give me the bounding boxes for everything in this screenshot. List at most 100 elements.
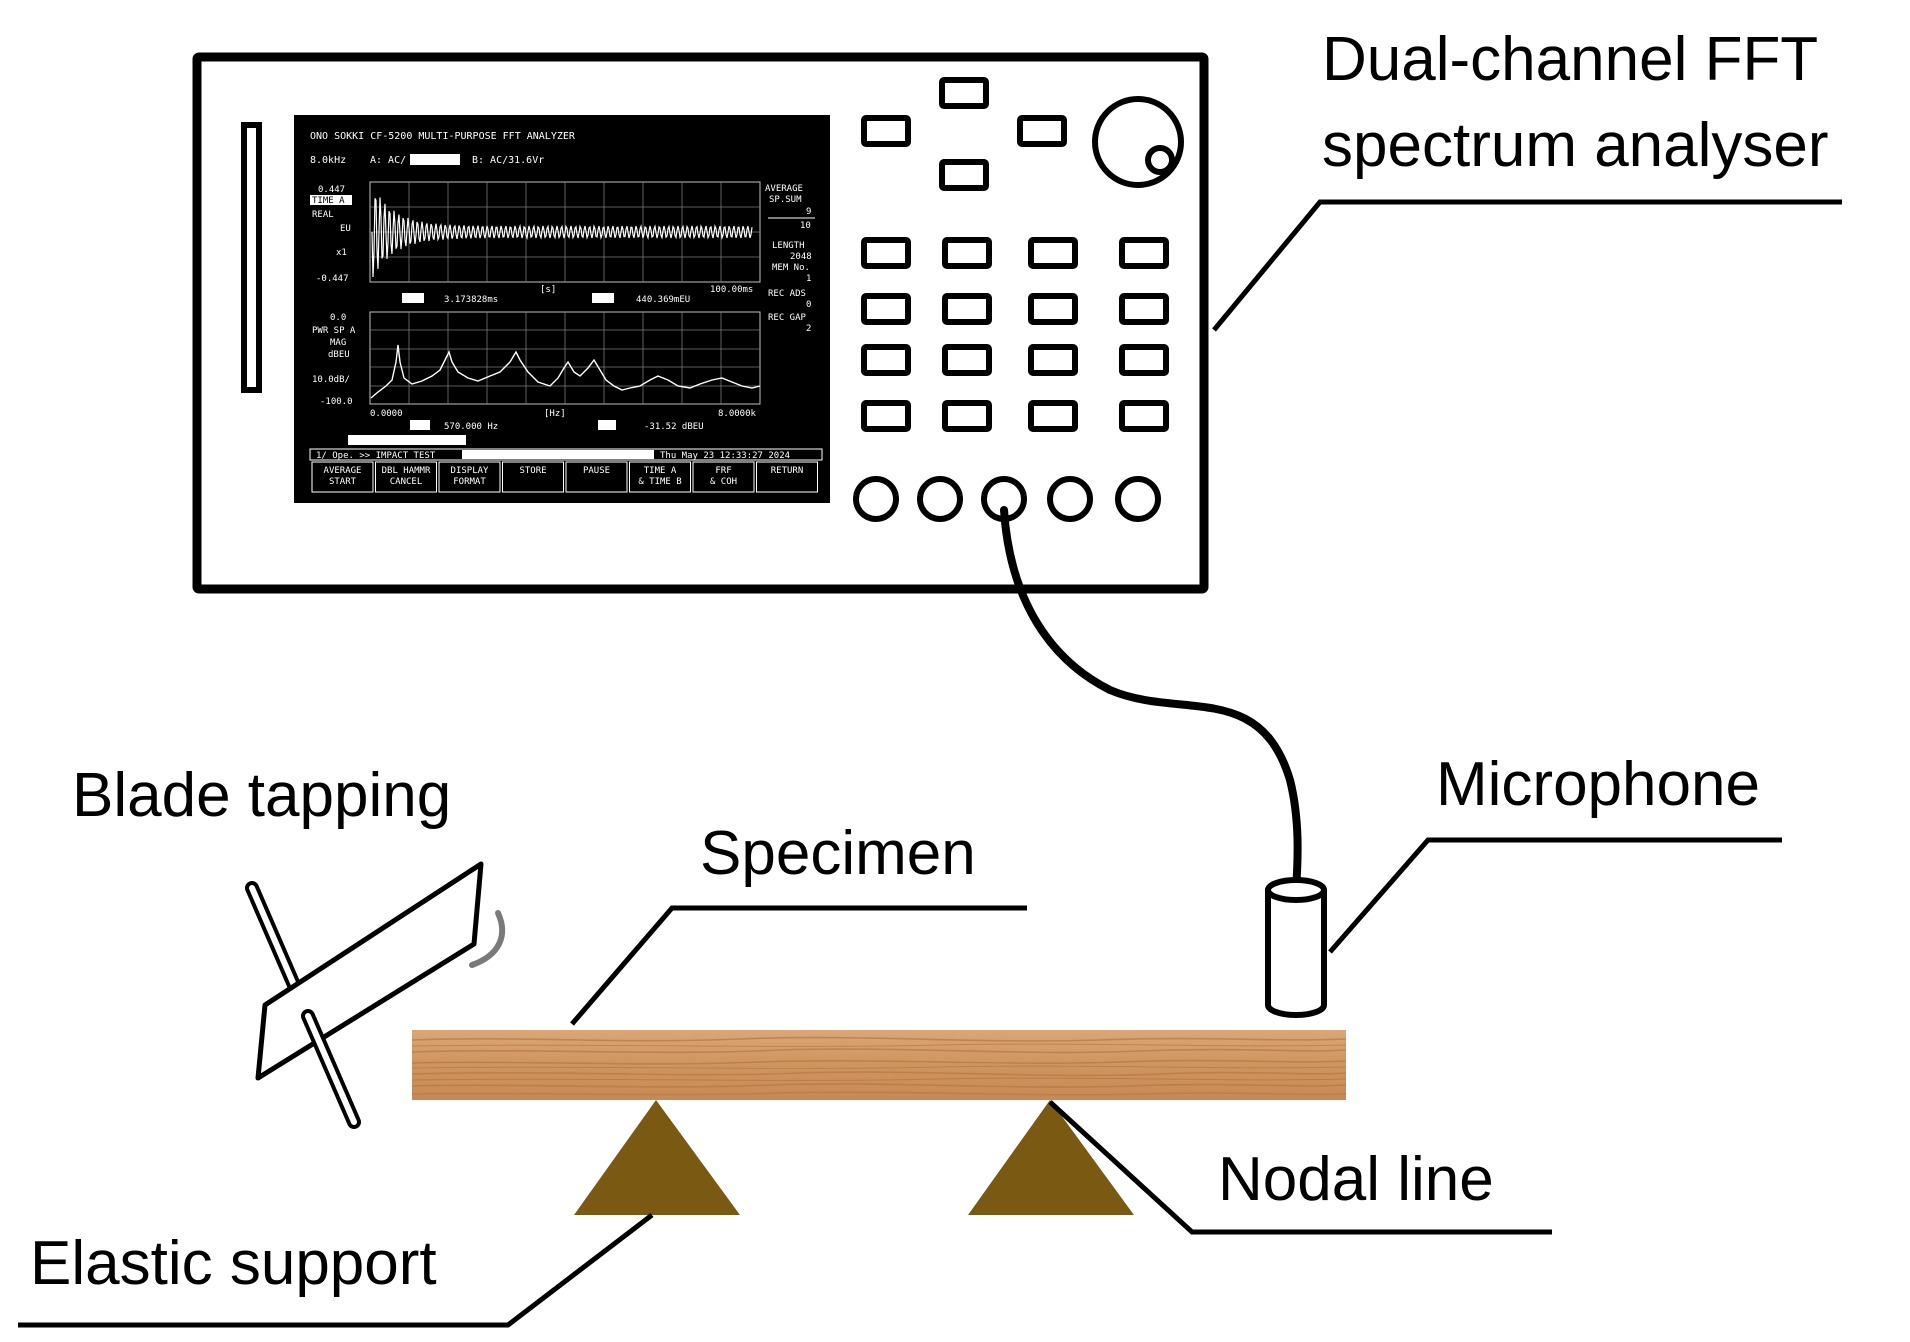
keypad-key[interactable] [1028, 293, 1078, 325]
nodal-line-label: Nodal line [1218, 1145, 1494, 1214]
screen-channel-b: B: AC/31.6Vr [472, 155, 544, 166]
keypad-key[interactable] [942, 344, 992, 376]
specimen-leader [570, 905, 1027, 1026]
blade-tapping-tool [245, 861, 505, 1129]
arrow-right-button[interactable] [1017, 115, 1067, 147]
side-length: LENGTH [772, 241, 805, 251]
spectrum-mag-label: MAG [330, 338, 346, 348]
spectrum-unit-label: [Hz] [544, 409, 566, 419]
side-recgap: REC GAP [768, 313, 807, 323]
spectrum-plot: 0.0 PWR SP A MAG dBEU 10.0dB/ -100.0 0.0… [312, 311, 761, 432]
elastic-support-label: Elastic support [30, 1229, 437, 1298]
spectrum-curve [370, 344, 761, 399]
softkey-label: & COH [710, 477, 737, 487]
microphone [1265, 877, 1327, 1018]
keypad-key[interactable] [1119, 293, 1169, 325]
keypad-key[interactable] [1119, 237, 1169, 269]
specimen-beam [411, 1030, 1347, 1100]
keypad-key[interactable] [1119, 400, 1169, 432]
spectrum-start-label: 0.0000 [370, 409, 403, 419]
keypad-key[interactable] [942, 237, 992, 269]
db-cursor-marker [598, 420, 616, 430]
softkey[interactable] [629, 461, 691, 493]
knob-grip [1145, 145, 1175, 175]
status-left: 1/ Ope. >> IMPACT TEST [316, 451, 436, 461]
input-connector[interactable] [1047, 476, 1093, 522]
softkey[interactable] [565, 461, 628, 493]
softkey-label: DBL HAMMR [382, 466, 431, 476]
input-connector[interactable] [1115, 476, 1161, 522]
microphone-top [1265, 877, 1327, 903]
rotary-knob[interactable] [1092, 96, 1184, 188]
input-connectors [853, 476, 1161, 522]
softkey-label: FORMAT [453, 477, 486, 487]
status-highlight [348, 435, 466, 445]
time-x1-label: x1 [336, 248, 347, 258]
time-bottom-label: -0.447 [316, 274, 349, 284]
top-button-cluster [861, 77, 1067, 191]
time-waveform [371, 197, 753, 278]
freq-cursor-marker [410, 420, 430, 430]
freq-cursor-value: 570.000 Hz [444, 422, 498, 432]
keypad-key[interactable] [1119, 344, 1169, 376]
analyser-leader [1212, 199, 1842, 332]
softkey-label: DISPLAY [451, 466, 490, 476]
vibration-arc-icon [469, 910, 505, 968]
analyser-screen: ONO SOKKI CF-5200 MULTI-PURPOSE FFT ANAL… [294, 115, 830, 503]
keypad-key[interactable] [861, 344, 911, 376]
softkey-label: FRF [715, 466, 731, 476]
specimen-label: Specimen [700, 819, 976, 888]
keypad-key[interactable] [942, 293, 992, 325]
spectrum-tag: PWR SP A [312, 326, 356, 336]
analyser-label-line2: spectrum analyser [1322, 111, 1829, 180]
time-unit-label: [s] [540, 285, 556, 295]
screen-range: 8.0kHz [310, 155, 346, 166]
softkey-label: RETURN [771, 466, 804, 476]
screen-header: ONO SOKKI CF-5200 MULTI-PURPOSE FFT ANAL… [310, 131, 576, 142]
spectrum-end-label: 8.0000k [718, 409, 757, 419]
softkey-label: STORE [519, 466, 546, 476]
side-count-1: 9 [806, 207, 811, 217]
softkey[interactable] [502, 461, 564, 493]
keypad-key[interactable] [1028, 400, 1078, 432]
softkey[interactable] [692, 461, 755, 493]
input-connector[interactable] [917, 476, 963, 522]
arrow-left-button[interactable] [861, 115, 911, 147]
keypad-key[interactable] [1028, 237, 1078, 269]
softkey[interactable] [438, 461, 501, 493]
input-connector[interactable] [853, 476, 899, 522]
softkey[interactable] [756, 461, 818, 493]
screen-channel-a: A: AC/ [370, 155, 406, 166]
arrow-up-button[interactable] [939, 77, 989, 109]
side-mem-value: 1 [806, 274, 811, 284]
softkey[interactable] [311, 461, 374, 493]
amp-cursor-value: 440.369mEU [636, 295, 690, 305]
blade-tapping-label: Blade tapping [72, 761, 451, 830]
side-average: AVERAGE [765, 184, 803, 194]
fft-analyser: ONO SOKKI CF-5200 MULTI-PURPOSE FFT ANAL… [192, 52, 1209, 594]
time-tag: TIME A [312, 196, 345, 206]
softkey[interactable] [375, 461, 437, 493]
elastic-support-leader [18, 1213, 654, 1328]
disk-slot [241, 122, 262, 393]
time-end-label: 100.00ms [710, 285, 753, 295]
time-real-label: REAL [312, 210, 334, 220]
spectrum-bottom-label: -100.0 [320, 397, 353, 407]
wood-grain [411, 1036, 1347, 1096]
status-bar [309, 448, 823, 461]
keypad-key[interactable] [861, 293, 911, 325]
time-eu-label: EU [340, 224, 351, 234]
keypad-key[interactable] [942, 400, 992, 432]
status-fill [462, 450, 654, 459]
microphone-body [1265, 890, 1327, 1018]
keypad-key[interactable] [861, 237, 911, 269]
db-cursor-value: -31.52 dBEU [644, 422, 704, 432]
status-right: Thu May 23 12:33:27 2024 [660, 451, 790, 461]
keypad-key[interactable] [861, 400, 911, 432]
microphone-cable [1000, 506, 1302, 894]
keypad-key[interactable] [1028, 344, 1078, 376]
time-cursor-marker [402, 293, 424, 303]
arrow-down-button[interactable] [939, 159, 989, 191]
microphone-label: Microphone [1436, 750, 1760, 819]
